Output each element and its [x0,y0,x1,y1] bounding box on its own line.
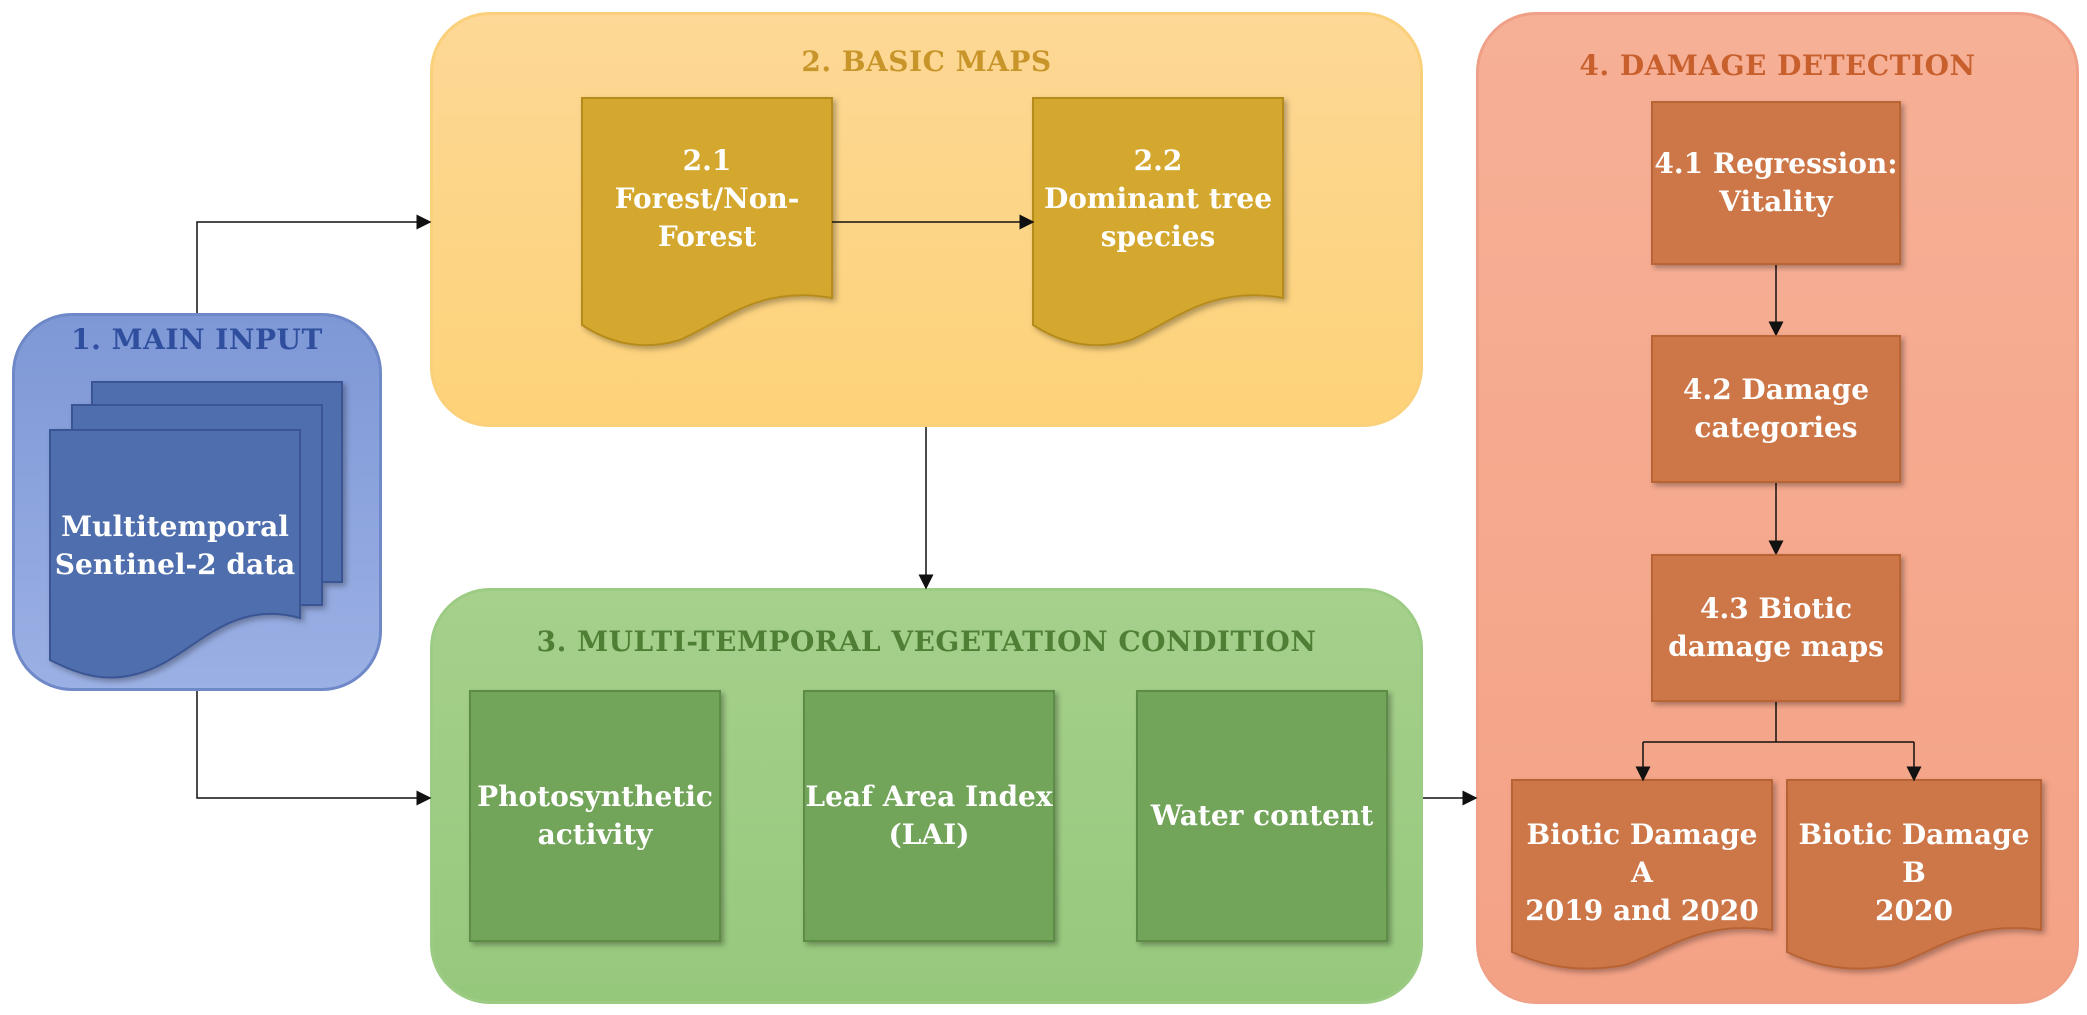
sentinel-document-stack-icon [49,381,343,679]
biotic-maps-line1: 4.3 Biotic [1699,592,1853,626]
vegetation-condition-title: 3. MULTI-TEMPORAL VEGETATION CONDITION [536,625,1317,658]
connector-input-to-vegetation [196,691,432,806]
photosynthetic-line2: activity [537,818,653,851]
biotic-damage-b-line1: Biotic Damage B [1798,818,2030,889]
forest-map-line3: Forest [657,219,757,253]
damage-categories-line1: 4.2 Damage [1682,373,1870,407]
connectors [196,214,1922,806]
biotic-damage-b-document [1786,779,2042,970]
connector-step3-split [1643,702,1914,743]
water-content-line1: Water content [1150,799,1374,833]
forest-map-label: 2.1 Forest/Non- Forest [582,142,832,255]
biotic-damage-a-line2: 2019 and 2020 [1525,893,1759,927]
biotic-maps-line2: damage maps [1668,630,1884,663]
biotic-damage-a-label: Biotic Damage A 2019 and 2020 [1512,816,1772,929]
biotic-damage-a-line1: Biotic Damage A [1526,818,1758,889]
regression-line2: Vitality [1719,185,1833,218]
lai-line1: Leaf Area Index [805,780,1053,814]
damage-detection-title: 4. DAMAGE DETECTION [1579,49,1976,82]
species-map-label: 2.2 Dominant tree species [1033,142,1283,255]
sentinel-data-line1: Multitemporal [61,510,289,543]
biotic-damage-b-line2: 2020 [1875,893,1953,927]
photosynthetic-activity-box: Photosynthetic activity [469,690,721,942]
species-map-line3: species [1100,219,1216,253]
sentinel-data-label: Multitemporal Sentinel-2 data [50,508,300,584]
species-map-number: 2.2 [1133,144,1183,177]
biotic-damage-maps-box: 4.3 Biotic damage maps [1651,554,1901,702]
forest-map-number: 2.1 [682,144,732,177]
damage-categories-line2: categories [1694,411,1858,444]
biotic-damage-b-label: Biotic Damage B 2020 [1787,816,2041,929]
species-map-line2: Dominant tree [1043,181,1273,215]
basic-maps-title: 2. BASIC MAPS [801,45,1052,78]
regression-line1: 4.1 Regression: [1654,147,1898,181]
regression-vitality-box: 4.1 Regression: Vitality [1651,101,1901,265]
lai-line2: (LAI) [888,818,970,851]
sentinel-data-line2: Sentinel-2 data [54,547,296,581]
leaf-area-index-box: Leaf Area Index (LAI) [803,690,1055,942]
species-map-document [1032,97,1284,347]
forest-map-line2: Forest/Non- [614,181,800,215]
damage-categories-box: 4.2 Damage categories [1651,335,1901,483]
water-content-box: Water content [1136,690,1388,942]
biotic-damage-a-document [1511,779,1773,970]
main-input-title: 1. MAIN INPUT [71,323,323,356]
forest-map-document [581,97,833,347]
connector-input-to-basic [196,214,432,313]
photosynthetic-line1: Photosynthetic [477,780,713,814]
